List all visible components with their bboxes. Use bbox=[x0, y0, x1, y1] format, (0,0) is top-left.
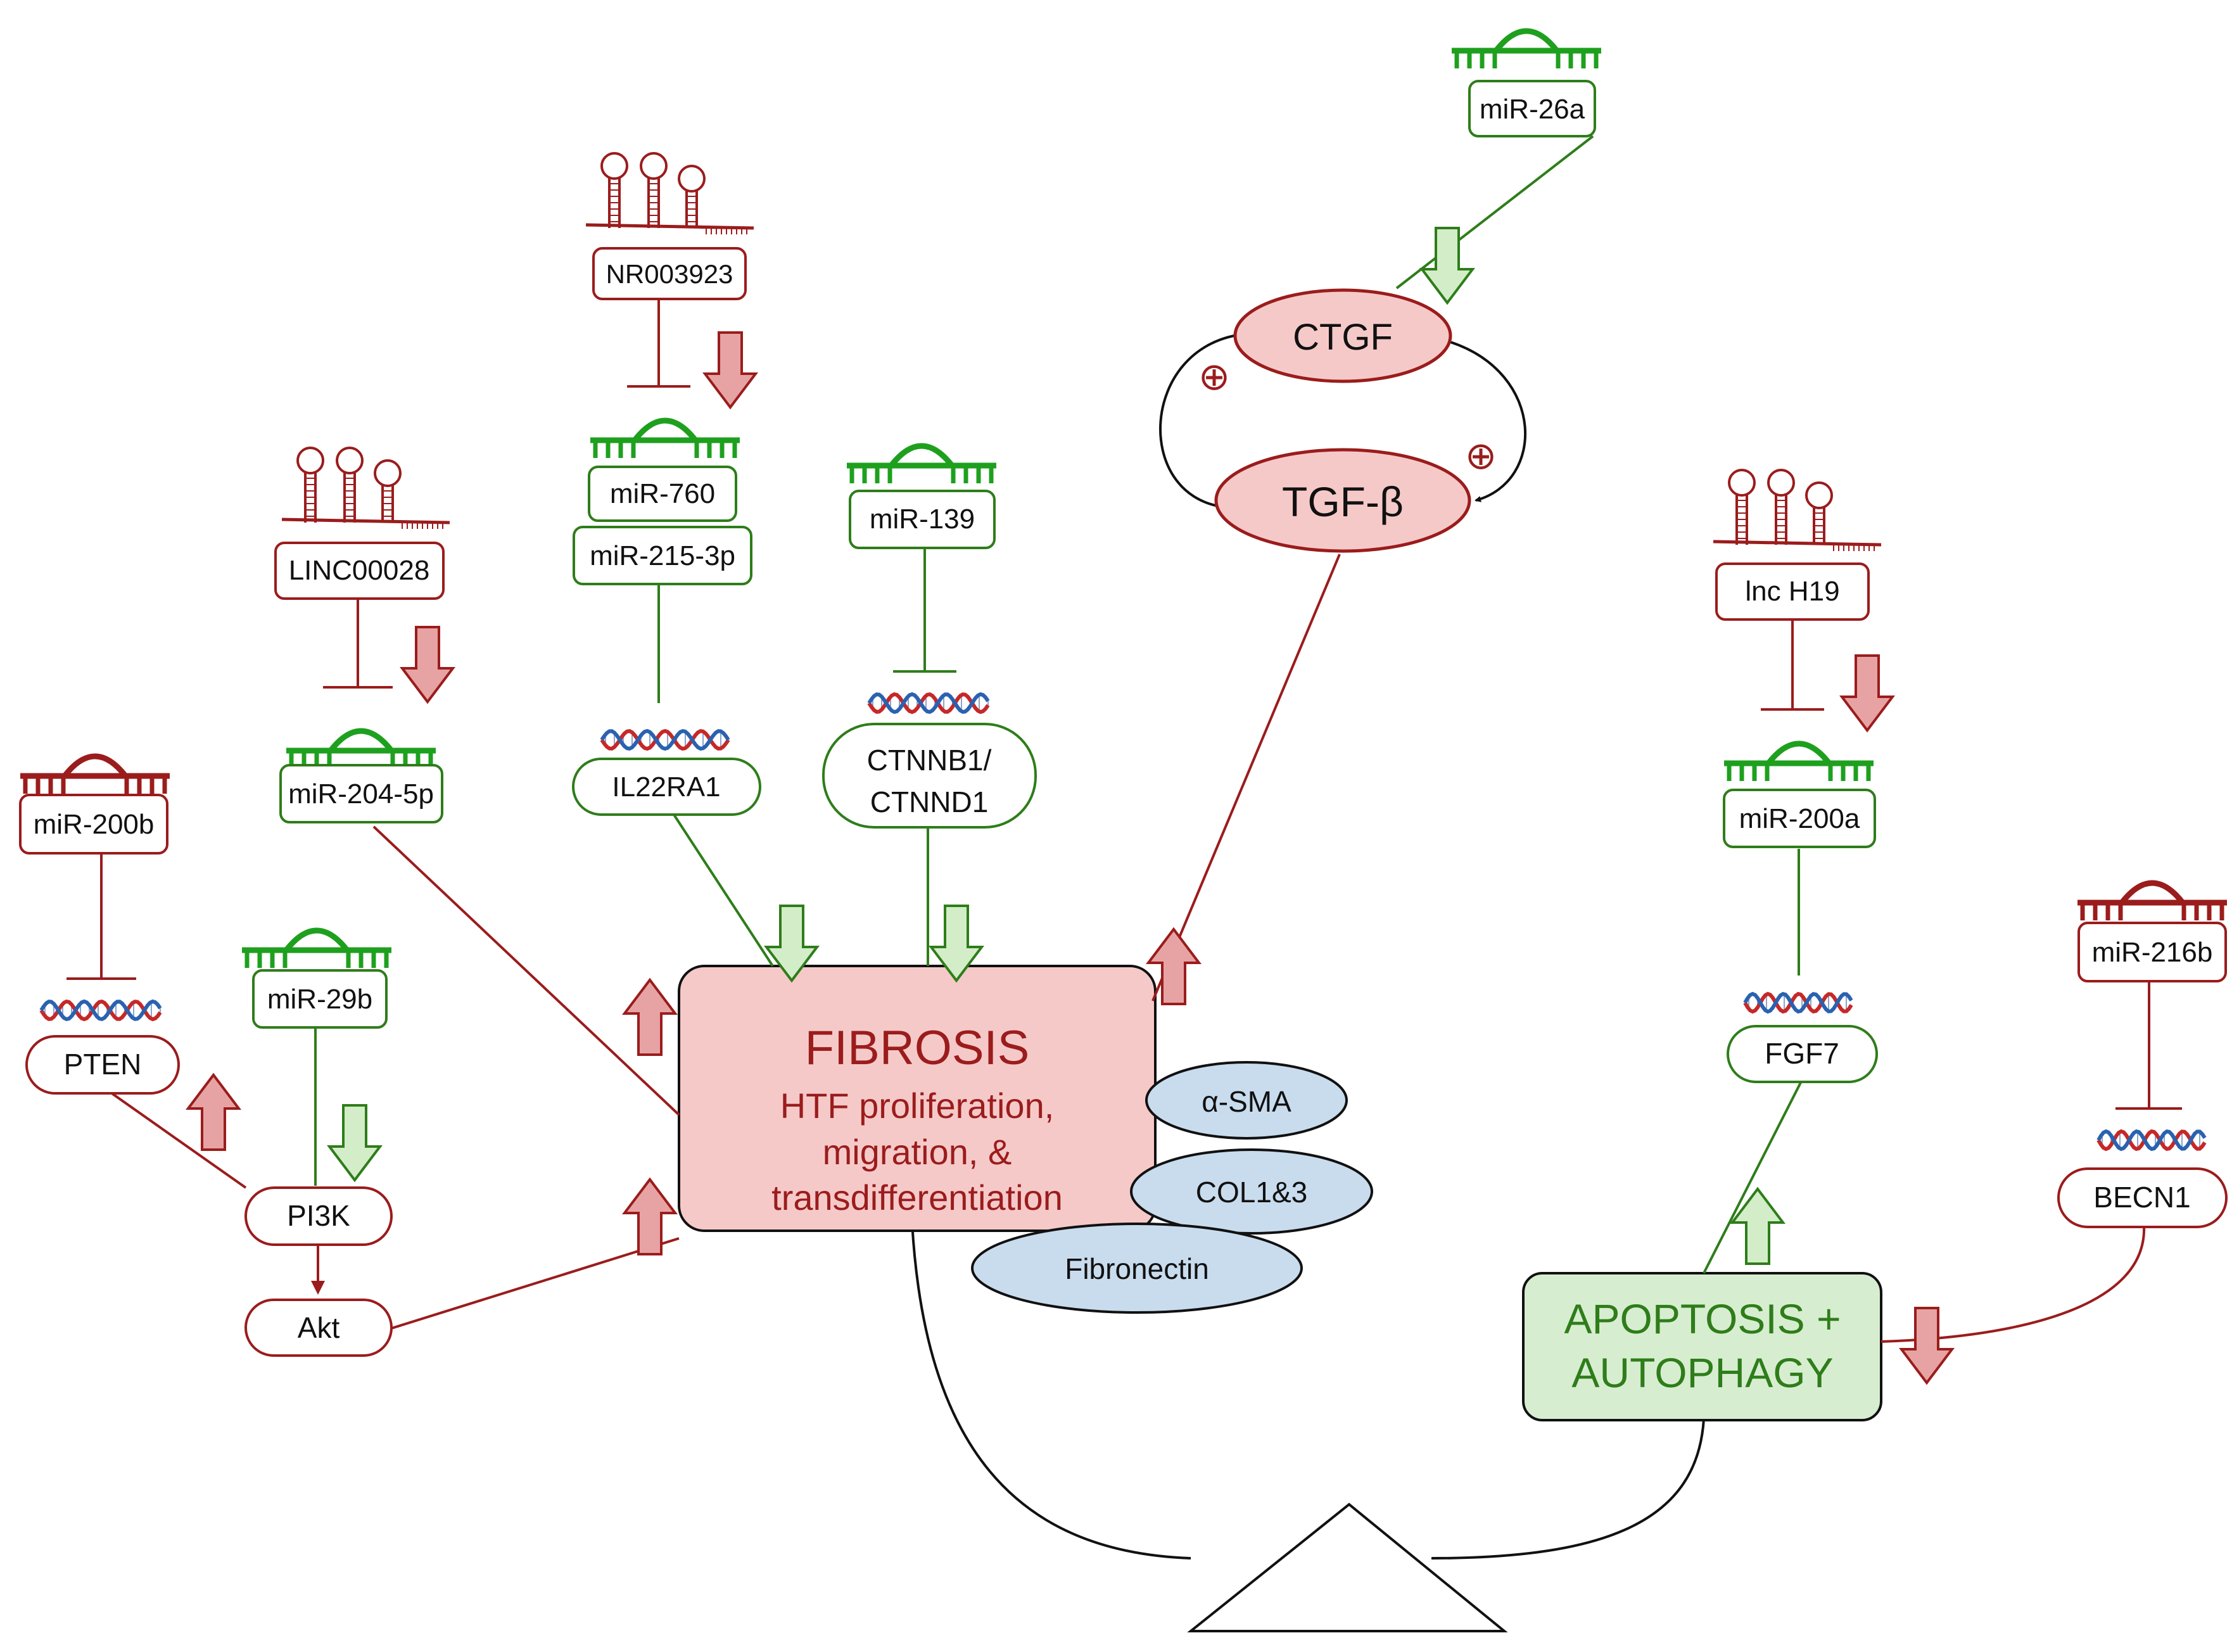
svg-text:miR-139: miR-139 bbox=[870, 504, 975, 535]
dna-helix-icon bbox=[2096, 1129, 2207, 1152]
svg-text:APOPTOSIS +: APOPTOSIS + bbox=[1564, 1295, 1841, 1342]
ctgf-tgfb-loop: CTGF TGF-β ⊕ ⊕ bbox=[1159, 288, 1527, 553]
green-down-arrow-pi3k bbox=[326, 1104, 383, 1183]
plus-right: ⊕ bbox=[1465, 435, 1497, 477]
svg-text:PI3K: PI3K bbox=[287, 1199, 350, 1232]
red-up-arrow-fibrosis-mir204 bbox=[621, 977, 678, 1056]
lncrna-icons bbox=[281, 152, 1882, 551]
marker-asma: α-SMA bbox=[1145, 1061, 1348, 1140]
marker-fibronectin: Fibronectin bbox=[971, 1223, 1303, 1314]
dna-icons bbox=[39, 692, 2207, 1152]
node-becn1: BECN1 bbox=[2057, 1167, 2228, 1228]
red-down-arrow-mir204 bbox=[399, 626, 456, 704]
node-mir29b: miR-29b bbox=[252, 969, 388, 1029]
node-mir760: miR-760 bbox=[588, 466, 737, 522]
svg-text:CTNNB1/: CTNNB1/ bbox=[867, 744, 992, 777]
lncrna-stem-loop-icon bbox=[281, 447, 450, 529]
svg-text:PTEN: PTEN bbox=[64, 1048, 142, 1081]
plus-left: ⊕ bbox=[1198, 355, 1230, 398]
svg-text:miR-26a: miR-26a bbox=[1480, 94, 1585, 125]
svg-text:miR-200a: miR-200a bbox=[1739, 803, 1860, 834]
node-lnc-h19: lnc H19 bbox=[1715, 562, 1870, 621]
scale-arm-right bbox=[1431, 1418, 1705, 1560]
svg-text:α-SMA: α-SMA bbox=[1202, 1085, 1291, 1118]
node-mir215-3p: miR-215-3p bbox=[573, 526, 752, 585]
svg-text:Akt: Akt bbox=[298, 1311, 340, 1344]
svg-text:lnc H19: lnc H19 bbox=[1745, 576, 1839, 607]
mirna-icons bbox=[20, 28, 2227, 968]
fibrosis-line-2: migration, & bbox=[823, 1132, 1012, 1172]
green-down-arrow-fibrosis-il22 bbox=[763, 905, 820, 983]
dna-helix-icon bbox=[600, 728, 730, 751]
node-nr003923: NR003923 bbox=[592, 247, 747, 300]
svg-text:miR-204-5p: miR-204-5p bbox=[288, 778, 434, 810]
mirna-hairpin-icon bbox=[1724, 740, 1874, 781]
node-il22ra1: IL22RA1 bbox=[572, 758, 761, 816]
node-fgf7: FGF7 bbox=[1727, 1025, 1878, 1083]
svg-text:NR003923: NR003923 bbox=[606, 259, 733, 289]
red-down-arrow-mir200a bbox=[1839, 654, 1896, 733]
svg-text:TGF-β: TGF-β bbox=[1282, 478, 1404, 525]
svg-text:AUTOPHAGY: AUTOPHAGY bbox=[1571, 1349, 1833, 1396]
node-pi3k: PI3K bbox=[244, 1186, 393, 1246]
node-pten: PTEN bbox=[25, 1035, 180, 1095]
mirna-hairpin-icon bbox=[2077, 880, 2227, 920]
svg-text:CTNND1: CTNND1 bbox=[870, 785, 989, 818]
red-up-arrow-fibrosis-akt bbox=[621, 1177, 678, 1255]
green-down-arrow-fibrosis-ctnnb1 bbox=[928, 905, 985, 983]
node-mir26a: miR-26a bbox=[1468, 80, 1596, 137]
node-mir139: miR-139 bbox=[849, 490, 996, 549]
red-up-arrow-pi3k bbox=[185, 1072, 242, 1151]
dna-helix-icon bbox=[1743, 991, 1853, 1014]
svg-text:miR-216b: miR-216b bbox=[2092, 937, 2213, 968]
ctgf-node bbox=[1233, 288, 1452, 383]
lncrna-stem-loop-icon bbox=[585, 152, 754, 234]
mirna-hairpin-icon bbox=[847, 443, 996, 483]
node-linc00028: LINC00028 bbox=[274, 542, 445, 600]
dna-helix-icon bbox=[39, 999, 162, 1022]
red-up-arrow-fibrosis-tgfb bbox=[1145, 927, 1202, 1005]
node-mir216b: miR-216b bbox=[2077, 922, 2227, 982]
svg-text:miR-215-3p: miR-215-3p bbox=[590, 540, 735, 571]
mirna-hairpin-icon bbox=[590, 417, 740, 458]
node-mir200a: miR-200a bbox=[1723, 789, 1876, 848]
svg-text:miR-29b: miR-29b bbox=[267, 984, 372, 1015]
dna-helix-icon bbox=[867, 692, 990, 715]
balance-scale bbox=[911, 1222, 1705, 1632]
svg-text:LINC00028: LINC00028 bbox=[289, 555, 430, 586]
svg-text:Fibronectin: Fibronectin bbox=[1065, 1252, 1209, 1285]
node-mir204-5p: miR-204-5p bbox=[279, 764, 443, 823]
connectors bbox=[67, 135, 2182, 1343]
red-down-arrow-mir760 bbox=[702, 331, 759, 410]
mirna-hairpin-icon bbox=[242, 927, 391, 968]
scale-fulcrum-triangle bbox=[1187, 1503, 1508, 1632]
svg-text:IL22RA1: IL22RA1 bbox=[612, 772, 720, 803]
svg-text:miR-760: miR-760 bbox=[610, 478, 715, 509]
fibrosis-line-3: transdifferentiation bbox=[771, 1178, 1063, 1217]
green-up-arrow-apoptosis bbox=[1729, 1186, 1786, 1265]
fibrosis-box: FIBROSIS HTF proliferation, migration, &… bbox=[678, 965, 1157, 1232]
scale-arm-left bbox=[911, 1222, 1191, 1560]
node-akt: Akt bbox=[244, 1299, 393, 1357]
svg-text:COL1&3: COL1&3 bbox=[1196, 1176, 1307, 1209]
tgfb-node bbox=[1214, 448, 1471, 553]
green-down-arrow-ctgf bbox=[1419, 227, 1476, 305]
block-arrows bbox=[185, 227, 1955, 1385]
svg-text:CTGF: CTGF bbox=[1293, 317, 1393, 358]
fibrosis-line-1: HTF proliferation, bbox=[780, 1086, 1055, 1126]
fibrosis-title: FIBROSIS bbox=[805, 1021, 1030, 1075]
node-mir200b: miR-200b bbox=[19, 794, 168, 855]
svg-text:BECN1: BECN1 bbox=[2093, 1181, 2190, 1214]
mirna-hairpin-icon bbox=[20, 753, 170, 794]
marker-col1-3: COL1&3 bbox=[1130, 1148, 1373, 1235]
mirna-hairpin-icon bbox=[286, 728, 436, 768]
red-down-arrow-apoptosis bbox=[1898, 1307, 1955, 1385]
svg-text:miR-200b: miR-200b bbox=[34, 809, 155, 840]
svg-text:FGF7: FGF7 bbox=[1765, 1037, 1839, 1070]
apoptosis-autophagy-box: APOPTOSIS + AUTOPHAGY bbox=[1522, 1272, 1882, 1421]
mirna-hairpin-icon bbox=[1452, 28, 1601, 68]
lncrna-stem-loop-icon bbox=[1713, 469, 1882, 551]
node-ctnnb1-ctnnd1: CTNNB1/ CTNND1 bbox=[822, 723, 1037, 829]
